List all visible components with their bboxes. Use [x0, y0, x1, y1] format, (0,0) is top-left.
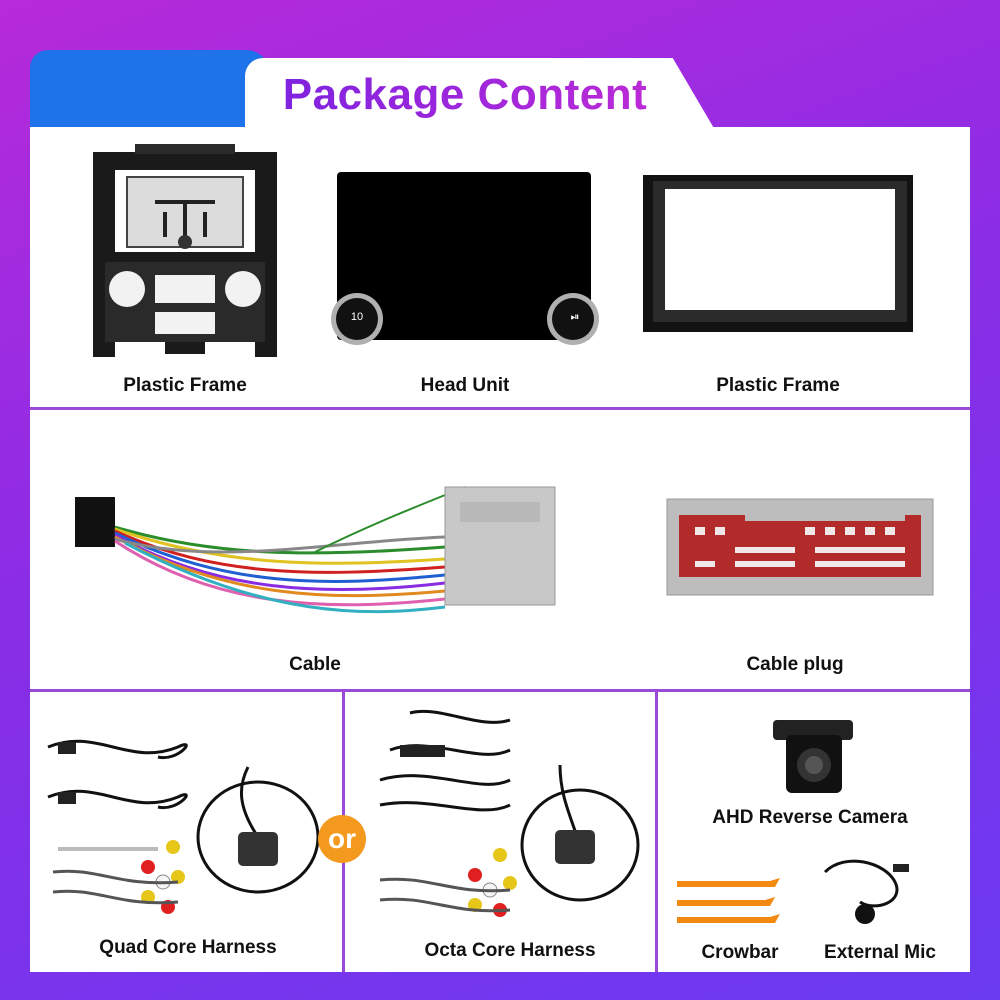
or-text: or — [328, 823, 356, 854]
label-ahd-reverse-camera: AHD Reverse Camera — [712, 807, 908, 828]
page-title: Package Content — [245, 60, 685, 130]
label-cable-plug: Cable plug — [746, 654, 844, 675]
external-mic-image — [815, 852, 915, 932]
row-divider-1 — [30, 407, 970, 410]
label-octa-core-harness: Octa Core Harness — [424, 940, 596, 961]
reverse-camera-image — [768, 715, 858, 800]
row-divider-2 — [30, 689, 970, 692]
knob-volume-text: 10 — [350, 311, 364, 323]
octa-core-harness-image — [370, 705, 655, 925]
knob-play-pause-icon: ⏯ — [570, 311, 580, 323]
crowbar-tools-image — [675, 875, 785, 935]
quad-core-harness-image — [38, 707, 328, 922]
or-badge: or — [318, 815, 366, 863]
plastic-frame-image — [635, 167, 920, 337]
column-divider-2 — [655, 692, 658, 972]
package-content-card: Plastic Frame 10 ⏯ Head Unit Plastic Fra… — [30, 127, 970, 972]
plastic-frame-image — [85, 142, 285, 367]
head-unit-image — [325, 167, 605, 347]
label-plastic-frame-1: Plastic Frame — [123, 375, 247, 396]
label-cable: Cable — [289, 654, 341, 675]
cable-plug-image — [665, 497, 935, 597]
cable-harness-image — [65, 467, 585, 627]
label-plastic-frame-2: Plastic Frame — [716, 375, 840, 396]
label-external-mic: External Mic — [824, 942, 936, 963]
title-tab — [245, 58, 715, 130]
label-head-unit: Head Unit — [420, 375, 510, 396]
label-crowbar: Crowbar — [701, 942, 779, 963]
title-tab-accent — [30, 50, 270, 130]
label-quad-core-harness: Quad Core Harness — [99, 937, 277, 958]
